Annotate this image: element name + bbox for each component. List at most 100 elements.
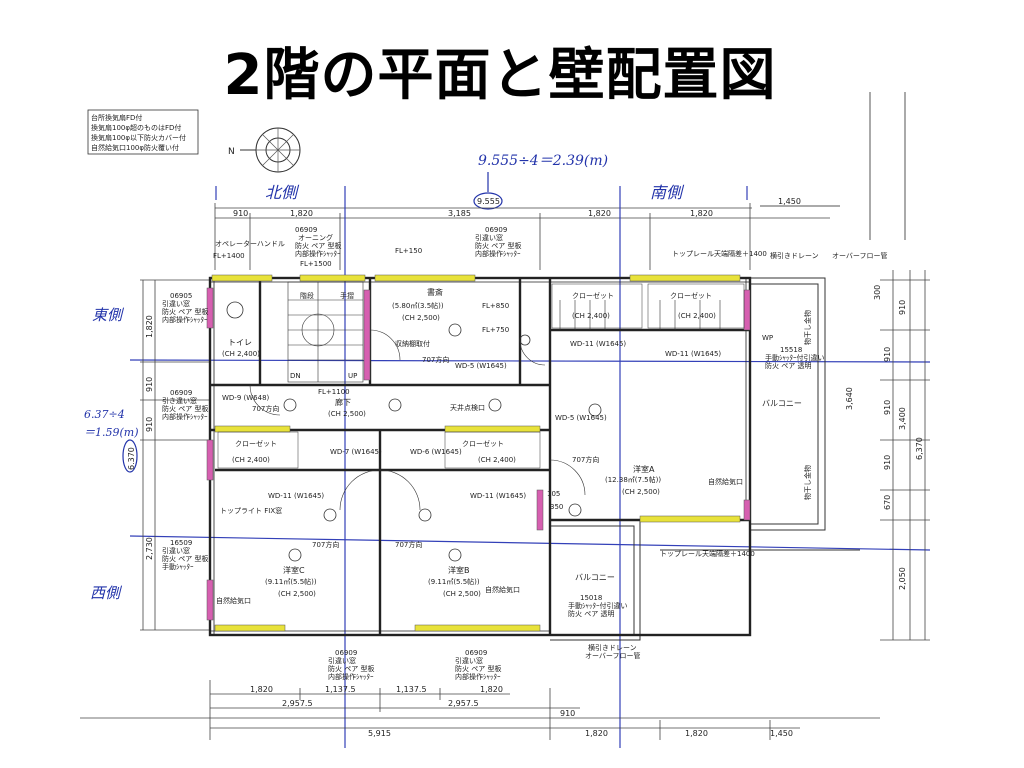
svg-text:洋室A: 洋室A <box>633 464 655 474</box>
svg-text:引違い窓: 引違い窓 <box>475 233 503 242</box>
svg-text:(CH 2,400): (CH 2,400) <box>232 456 270 464</box>
svg-text:707方向: 707方向 <box>422 355 449 364</box>
svg-text:1,450: 1,450 <box>778 197 801 206</box>
svg-text:WD-5 (W1645): WD-5 (W1645) <box>555 414 607 422</box>
svg-text:バルコニー: バルコニー <box>762 399 802 408</box>
svg-text:天井点検口: 天井点検口 <box>450 403 485 412</box>
note-3: 換気扇100φ以下防火カバー付 <box>91 133 186 142</box>
svg-text:707方向: 707方向 <box>572 455 599 464</box>
svg-text:(12.38㎡(7.5帖)): (12.38㎡(7.5帖)) <box>605 475 661 484</box>
svg-text:トップレール天端隔差＋1400: トップレール天端隔差＋1400 <box>672 249 767 258</box>
svg-text:UP: UP <box>348 372 357 380</box>
svg-text:引違い窓: 引違い窓 <box>162 299 190 308</box>
svg-text:2,050: 2,050 <box>898 567 907 590</box>
svg-text:WD-9 (W648): WD-9 (W648) <box>222 394 270 402</box>
svg-text:910: 910 <box>898 300 907 315</box>
room-closets: クローゼット (CH 2,400) クローゼット (CH 2,400) クローゼ… <box>232 291 716 464</box>
svg-text:(CH 2,500): (CH 2,500) <box>402 314 440 322</box>
svg-text:06909: 06909 <box>485 226 507 234</box>
svg-text:15518: 15518 <box>780 346 802 354</box>
svg-text:1,820: 1,820 <box>685 729 708 738</box>
svg-text:(9.11㎡(5.5帖)): (9.11㎡(5.5帖)) <box>428 577 480 586</box>
room-western-b: 洋室B (9.11㎡(5.5帖)) (CH 2,500) <box>428 565 481 598</box>
svg-text:1,137.5: 1,137.5 <box>325 685 356 694</box>
svg-text:(CH 2,400): (CH 2,400) <box>572 312 610 320</box>
svg-text:9.555: 9.555 <box>477 197 500 206</box>
svg-text:(CH 2,400): (CH 2,400) <box>222 350 260 358</box>
svg-text:防火 ペア 型板: 防火 ペア 型板 <box>295 241 341 250</box>
room-toilet: トイレ (CH 2,400) <box>222 338 260 358</box>
room-hallway: 廊下 (CH 2,500) <box>328 397 366 418</box>
svg-text:防火 ペア 型板: 防火 ペア 型板 <box>475 241 521 250</box>
svg-text:910: 910 <box>883 400 892 415</box>
svg-text:手動ｼｬｯﾀｰ付引違い: 手動ｼｬｯﾀｰ付引違い <box>568 601 628 610</box>
svg-text:1,820: 1,820 <box>480 685 503 694</box>
svg-text:内部操作ｼｬｯﾀｰ: 内部操作ｼｬｯﾀｰ <box>455 672 501 681</box>
svg-text:収納棚取付: 収納棚取付 <box>395 339 430 348</box>
svg-text:910: 910 <box>145 417 154 432</box>
svg-text:6,370: 6,370 <box>915 437 924 460</box>
room-study: 書斎 (5.80㎡(3.5帖)) (CH 2,500) <box>392 287 444 322</box>
svg-text:書斎: 書斎 <box>427 287 443 297</box>
svg-text:WD-11 (W1645): WD-11 (W1645) <box>470 492 526 500</box>
room-western-a: 洋室A (12.38㎡(7.5帖)) (CH 2,500) <box>605 464 661 496</box>
svg-text:670: 670 <box>883 495 892 510</box>
svg-text:910: 910 <box>145 377 154 392</box>
svg-text:トップライト FIX窓: トップライト FIX窓 <box>220 506 282 515</box>
svg-text:クローゼット: クローゼット <box>235 439 277 448</box>
window-labels: 06905 引違い窓 防火 ペア 型板 内部操作ｼｬｯﾀｰ 06909 引き違い… <box>162 226 825 681</box>
svg-text:引き違い窓: 引き違い窓 <box>162 396 197 405</box>
svg-text:06905: 06905 <box>170 292 192 300</box>
svg-text:防火 ペア 型板: 防火 ペア 型板 <box>328 664 374 673</box>
svg-text:バルコニー: バルコニー <box>575 573 615 582</box>
svg-text:防火 ペア 型板: 防火 ペア 型板 <box>162 404 208 413</box>
svg-text:廊下: 廊下 <box>335 397 351 407</box>
svg-text:引違い窓: 引違い窓 <box>455 656 483 665</box>
svg-text:WD-6 (W1645): WD-6 (W1645) <box>410 448 462 456</box>
svg-text:手動ｼｬｯﾀｰ付引違い: 手動ｼｬｯﾀｰ付引違い <box>765 353 825 362</box>
svg-text:3,640: 3,640 <box>845 387 854 410</box>
note-2: 換気扇100φ超のものはFD付 <box>91 123 181 132</box>
left-dimensions: 1,820 910 910 2,730 <box>145 315 154 560</box>
notes-box: 台所換気扇FD付 換気扇100φ超のものはFD付 換気扇100φ以下防火カバー付… <box>87 109 199 155</box>
svg-text:内部操作ｼｬｯﾀｰ: 内部操作ｼｬｯﾀｰ <box>295 249 341 258</box>
circled-9555: 9.555 <box>473 172 503 210</box>
svg-text:引違い窓: 引違い窓 <box>162 546 190 555</box>
svg-text:横引きドレーン: 横引きドレーン <box>588 643 637 652</box>
svg-text:手動ｼｬｯﾀｰ: 手動ｼｬｯﾀｰ <box>162 562 194 571</box>
svg-text:1,820: 1,820 <box>588 209 611 218</box>
svg-text:WD-11 (W1645): WD-11 (W1645) <box>665 350 721 358</box>
svg-text:707方向: 707方向 <box>252 404 279 413</box>
svg-text:06909: 06909 <box>170 389 192 397</box>
svg-text:FL+750: FL+750 <box>482 326 509 334</box>
svg-text:WP: WP <box>762 334 773 342</box>
svg-text:1,820: 1,820 <box>690 209 713 218</box>
svg-text:クローゼット: クローゼット <box>670 291 712 300</box>
svg-text:WD-5 (W1645): WD-5 (W1645) <box>455 362 507 370</box>
circled-6370: 6.370 <box>122 439 138 473</box>
svg-text:防火 ペア 型板: 防火 ペア 型板 <box>162 307 208 316</box>
svg-text:3,400: 3,400 <box>898 407 907 430</box>
svg-text:2,730: 2,730 <box>145 537 154 560</box>
svg-text:防火 ペア 型板: 防火 ペア 型板 <box>455 664 501 673</box>
svg-text:1,820: 1,820 <box>585 729 608 738</box>
svg-text:(5.80㎡(3.5帖)): (5.80㎡(3.5帖)) <box>392 301 444 310</box>
svg-text:FL+1500: FL+1500 <box>300 260 332 268</box>
svg-text:防火 ペア 透明: 防火 ペア 透明 <box>765 361 811 370</box>
handwritten-north-side: 北側 <box>265 183 300 202</box>
svg-text:105: 105 <box>547 490 560 498</box>
compass-icon: N <box>228 127 301 173</box>
svg-text:06909: 06909 <box>335 649 357 657</box>
note-1: 台所換気扇FD付 <box>91 113 142 122</box>
svg-text:クローゼット: クローゼット <box>462 439 504 448</box>
svg-text:物干し金物: 物干し金物 <box>803 465 812 500</box>
compass-north: N <box>228 147 235 157</box>
svg-text:オペレーターハンドル: オペレーターハンドル <box>215 239 285 248</box>
top-dimensions: 910 1,820 3,185 1,820 1,820 1,450 <box>233 197 801 218</box>
svg-text:内部操作ｼｬｯﾀｰ: 内部操作ｼｬｯﾀｰ <box>475 249 521 258</box>
svg-text:引違い窓: 引違い窓 <box>328 656 356 665</box>
svg-text:(CH 2,500): (CH 2,500) <box>278 590 316 598</box>
svg-text:オーニング: オーニング <box>298 233 333 242</box>
svg-text:FL+1400: FL+1400 <box>213 252 245 260</box>
